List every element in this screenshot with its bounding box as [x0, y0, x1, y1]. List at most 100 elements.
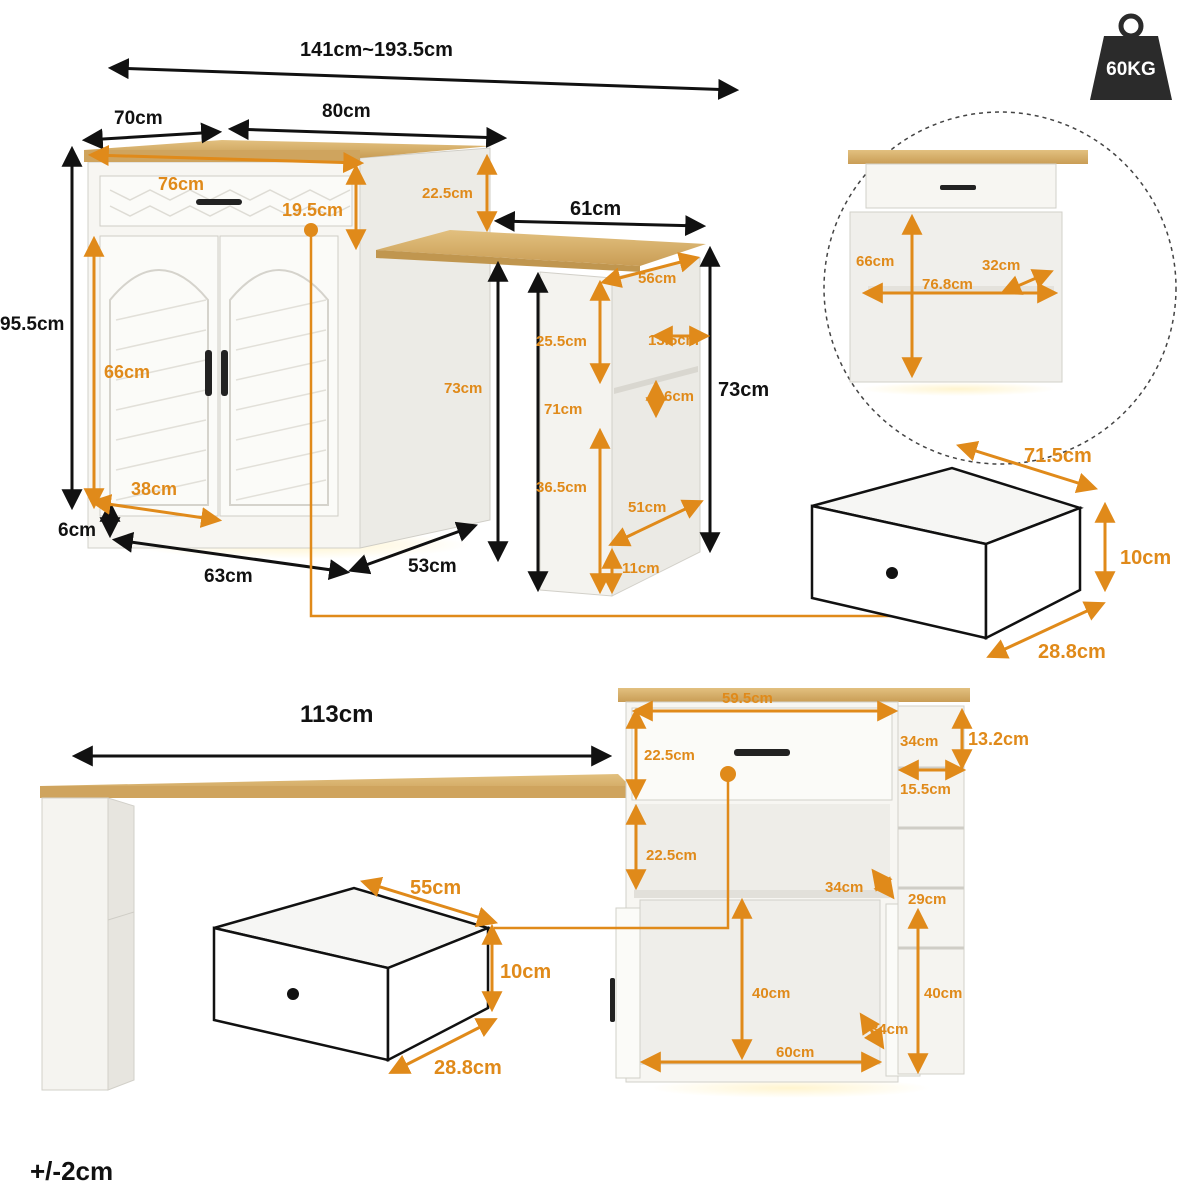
inner-depth-label: 34cm — [870, 1021, 908, 1038]
bottom-labels: 113cm 59.5cm 22.5cm 22.5cm 34cm 13.2cm 1… — [300, 690, 1029, 1061]
drawer-top-hole — [886, 567, 898, 579]
right-door-handle — [221, 350, 228, 396]
left-door-handle — [205, 350, 212, 396]
drawer-top-depth-line — [986, 601, 1106, 659]
door-width-label: 38cm — [131, 479, 177, 499]
mid-height-label: 71cm — [544, 401, 582, 418]
door-width-line — [89, 494, 223, 528]
drawer-pattern — [109, 189, 351, 217]
base-depth-label: 63cm — [204, 566, 253, 587]
side-shelf-unit — [897, 705, 965, 1075]
cabinet-b-interior — [639, 899, 881, 1065]
top-width-label: 59.5cm — [722, 690, 773, 707]
tolerance-label: +/-2cm — [30, 1156, 113, 1186]
bottom-callout-line — [494, 774, 730, 930]
detail-width-label: 76.8cm — [922, 276, 973, 293]
bottom-cabinet-view — [40, 688, 970, 1098]
detail-drawer-handle — [940, 185, 976, 190]
drawer-bottom-depth-label: 28.8cm — [434, 1057, 502, 1079]
right-door — [219, 235, 339, 517]
left-door-pattern — [115, 299, 207, 501]
detail-cabinet-interior — [849, 211, 1063, 383]
cabinet-b-drawer-handle — [734, 749, 790, 756]
bar-top-edge — [40, 786, 630, 798]
drawer-top-depth-label: 28.8cm — [1038, 641, 1106, 663]
side-table-leg-side — [611, 257, 701, 597]
inner-depth-line — [859, 1012, 885, 1050]
side-width-label: 61cm — [570, 198, 621, 220]
detail-depth-line — [1000, 269, 1054, 295]
drawer-width-label: 76cm — [158, 174, 204, 194]
top-labels: 141cm~193.5cm 70cm 80cm 95.5cm 6cm 63cm … — [0, 39, 769, 587]
extension-width-label: 80cm — [322, 101, 371, 122]
drawer-bottom-height-label: 10cm — [500, 961, 551, 983]
detail-depth-label: 32cm — [982, 257, 1020, 274]
side-depth-line — [599, 252, 701, 288]
shelf-gap-label: 6cm — [664, 388, 694, 405]
drawer-bottom-depth-line — [388, 1018, 498, 1074]
cabinet-b-left-handle — [610, 978, 615, 1022]
lower-height-label: 36.5cm — [536, 479, 587, 496]
drawer-b-height-label: 22.5cm — [644, 747, 695, 764]
bar-leg-side — [107, 797, 135, 1091]
side-height-b-label: 40cm — [924, 985, 962, 1002]
side-height-label: 73cm — [718, 379, 769, 401]
cabinet-b-height-label: 40cm — [752, 985, 790, 1002]
drawer-width-line — [87, 145, 365, 173]
shelf-depth-b-label: 34cm — [825, 879, 863, 896]
cabinet-top-width-label: 70cm — [114, 108, 163, 129]
weight-badge: 60KG — [1090, 13, 1172, 100]
side-shelf-height-label: 13.2cm — [968, 729, 1029, 749]
shelf-depth-label: 13.5cm — [648, 332, 699, 349]
side-shelf-width-label: 34cm — [900, 733, 938, 750]
detail-glow — [860, 382, 1056, 396]
drawer-top-width-line — [955, 441, 1099, 493]
total-width-line — [107, 58, 740, 100]
bar-length-label: 113cm — [300, 701, 373, 728]
weight-icon — [1090, 36, 1172, 100]
bottom-dimension-lines — [71, 700, 973, 1075]
drawer-handle — [196, 199, 242, 205]
foot-height-label: 6cm — [58, 520, 96, 541]
left-door-arch — [109, 269, 209, 506]
drawer-callout-line — [309, 230, 898, 618]
right-door-arch — [229, 269, 329, 506]
bar-leg-front — [41, 797, 109, 1091]
drawer-top-height-label: 10cm — [1120, 547, 1171, 569]
drawer-top-width-label: 71.5cm — [1024, 445, 1092, 467]
side-gap-label: 22.5cm — [422, 185, 473, 202]
shelf-space-label: 29cm — [908, 891, 946, 908]
bottom-glow — [650, 1078, 930, 1098]
drawer-bottom-left: 55cm 10cm 28.8cm — [212, 876, 551, 1079]
cabinet-side-panel — [359, 147, 491, 549]
base-width-line — [348, 521, 478, 575]
open-height-label: 22.5cm — [646, 847, 697, 864]
inner-height-label: 73cm — [444, 380, 482, 397]
top-80-line — [227, 119, 508, 148]
side-depth-label: 56cm — [638, 270, 676, 287]
door-height-label: 66cm — [104, 362, 150, 382]
side-width-line — [493, 210, 707, 237]
shelf-depth-b-line — [871, 868, 895, 900]
top-70-line — [81, 122, 223, 150]
detail-top — [848, 150, 1088, 164]
base-width-label: 53cm — [408, 556, 457, 577]
drawer-top-right: 71.5cm 10cm 28.8cm — [810, 441, 1171, 663]
depth-line — [111, 531, 351, 581]
drawer-bottom-width-label: 55cm — [410, 877, 461, 899]
weight-ring — [1118, 13, 1144, 39]
cabinet-b-shelf-board — [634, 890, 890, 898]
cabinet-b-width-label: 60cm — [776, 1044, 814, 1061]
drawer-inset-label: 19.5cm — [282, 200, 343, 220]
cabinet-b-left-door — [615, 907, 641, 1079]
bar-leg-shelf — [107, 911, 135, 921]
bottom-width-label: 51cm — [628, 499, 666, 516]
height-total-label: 95.5cm — [0, 314, 64, 335]
side-shelf-depth-label: 15.5cm — [900, 781, 951, 798]
side-foot-label: 11cm — [622, 560, 660, 577]
right-door-pattern — [235, 299, 327, 501]
drawer-bottom-hole — [287, 988, 299, 1000]
bottom-width-line — [608, 499, 704, 547]
interior-detail: 66cm 76.8cm 32cm — [823, 111, 1177, 465]
